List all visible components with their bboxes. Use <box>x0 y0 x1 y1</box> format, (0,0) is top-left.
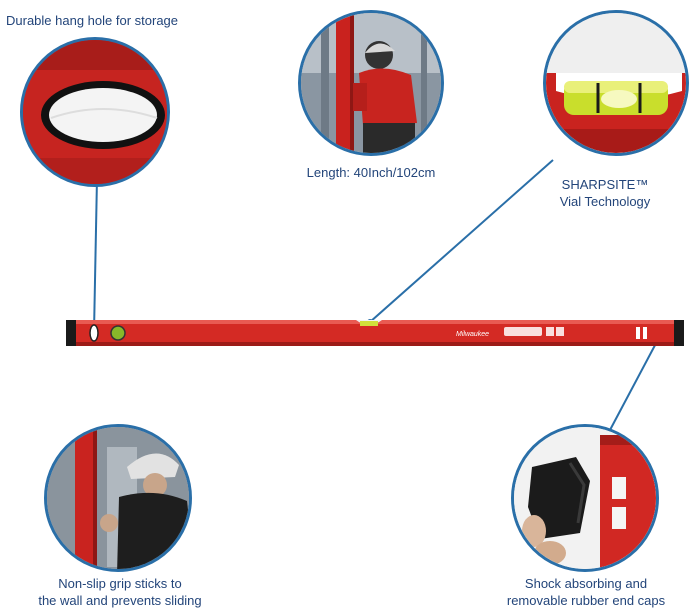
hang-hole-closeup <box>20 37 170 187</box>
spirit-level: Milwaukee <box>66 320 684 346</box>
caption-length: Length: 40Inch/102cm <box>306 165 436 180</box>
caption-end-caps-line1: Shock absorbing and <box>524 576 648 591</box>
worker-using-level-illustration <box>301 13 441 153</box>
caption-end-caps: Shock absorbing and removable rubber end… <box>488 575 684 609</box>
caption-sharpsite-line1: SHARPSITE™ <box>561 177 649 192</box>
vial-closeup <box>543 10 689 156</box>
caption-sharpsite-line2: Vial Technology <box>559 194 651 209</box>
sharpsite-vial-illustration <box>546 13 686 153</box>
caption-hang-hole: Durable hang hole for storage <box>6 13 179 28</box>
caption-grip-line2: the wall and prevents sliding <box>38 593 202 608</box>
caption-end-caps-line2: removable rubber end caps <box>506 593 666 608</box>
rubber-end-cap-illustration <box>514 427 656 569</box>
level-brand-logo: Milwaukee <box>456 331 489 338</box>
connector-hang-hole <box>93 177 98 333</box>
hang-hole-illustration <box>23 40 167 184</box>
caption-sharpsite: SHARPSITE™ Vial Technology <box>530 176 680 210</box>
worker-grip-illustration <box>47 427 189 569</box>
length-closeup <box>298 10 444 156</box>
caption-grip-line1: Non-slip grip sticks to <box>58 576 182 591</box>
caption-grip: Non-slip grip sticks to the wall and pre… <box>16 575 224 609</box>
connector-vial <box>369 159 554 323</box>
grip-closeup <box>44 424 192 572</box>
end-cap-closeup <box>511 424 659 572</box>
